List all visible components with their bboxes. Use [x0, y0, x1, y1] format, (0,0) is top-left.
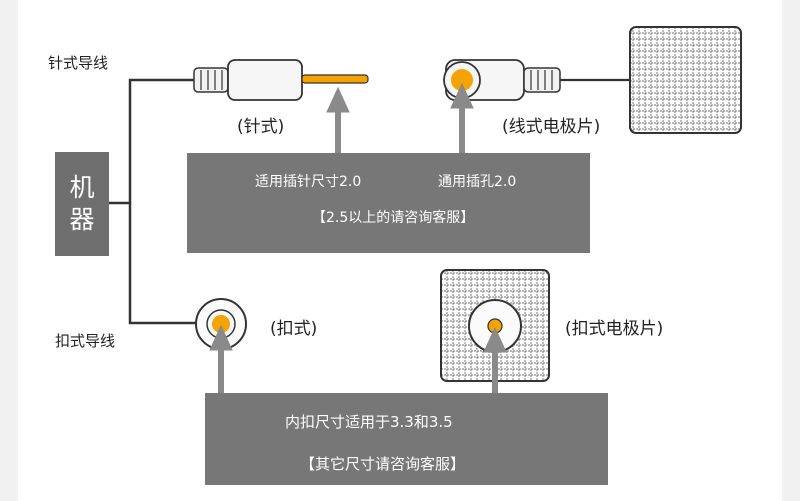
bottom-note-text: 【其它尺寸请咨询客服】 — [300, 455, 466, 473]
top-note-text: 【2.5以上的请咨询客服】 — [312, 210, 475, 226]
bottom-spec-box — [205, 393, 608, 485]
wire-electrode-pad-icon — [629, 26, 742, 134]
right-margin-strip — [782, 0, 800, 501]
snap-size-text: 内扣尺寸适用于3.3和3.5 — [285, 413, 453, 431]
pin-type-label: (针式) — [237, 117, 285, 137]
top-spec-box — [187, 153, 590, 253]
arrow-to-pin — [326, 86, 350, 153]
wire-pad-label: (线式电极片) — [502, 117, 601, 137]
wire-socket-connector-icon — [443, 59, 630, 101]
pin-size-text: 适用插针尺寸2.0 — [255, 174, 362, 190]
arrow-to-snap-pad — [483, 326, 507, 393]
snap-connector-icon — [195, 298, 247, 350]
machine-label-line2: 器 — [69, 205, 95, 234]
snap-electrode-pad-icon — [440, 269, 550, 382]
hole-size-text: 通用插孔2.0 — [438, 174, 517, 190]
snap-pad-label: (扣式电极片) — [565, 319, 664, 339]
left-margin-strip — [0, 0, 18, 501]
pin-connector-icon — [193, 59, 369, 101]
arrow-to-socket — [450, 82, 474, 153]
pin-wire-label: 针式导线 — [48, 54, 109, 72]
snap-wire-label: 扣式导线 — [55, 332, 116, 350]
wire-lines — [109, 78, 196, 325]
machine-block: 机 器 — [55, 152, 109, 256]
arrow-to-snap — [209, 324, 233, 393]
machine-label-line1: 机 — [69, 173, 95, 202]
snap-type-label: (扣式) — [270, 319, 318, 339]
